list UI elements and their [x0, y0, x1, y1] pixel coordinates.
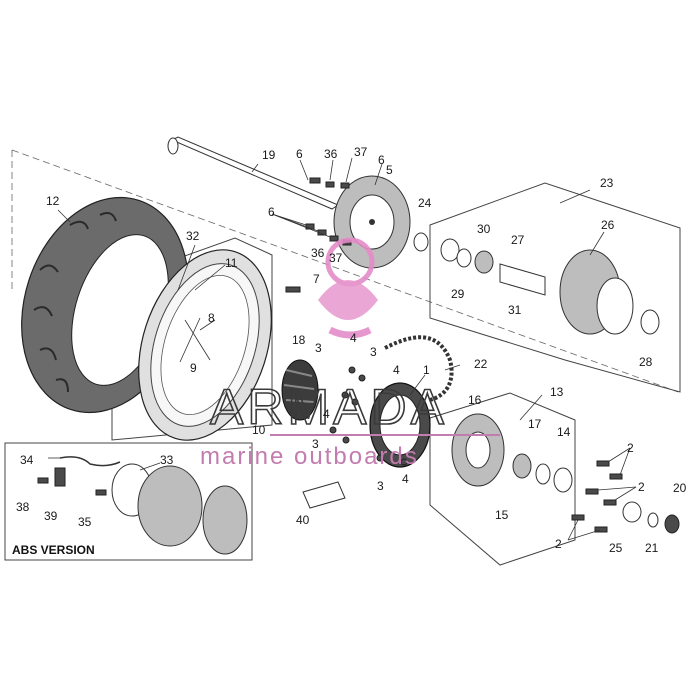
callout-11: 11: [225, 256, 238, 270]
callout-17: 17: [528, 417, 542, 431]
callout-19: 19: [262, 148, 276, 162]
seal-ring: [413, 232, 429, 252]
callout-39: 39: [44, 509, 58, 523]
wheel-rim: [138, 249, 272, 441]
drive-chain: [384, 335, 454, 402]
callout-37b: 37: [329, 251, 343, 265]
callout-6c: 6: [268, 205, 275, 219]
callout-16: 16: [468, 393, 482, 407]
callout-2c: 2: [555, 537, 562, 551]
callout-3b: 3: [370, 345, 377, 359]
callout-15: 15: [495, 508, 509, 522]
callout-2a: 2: [627, 441, 634, 455]
callout-6a: 6: [296, 147, 303, 161]
callout-26: 26: [601, 218, 615, 232]
watermark-subtitle: marine outboards: [200, 443, 419, 470]
callout-29: 29: [451, 287, 465, 301]
callout-22: 22: [474, 357, 488, 371]
callout-6b: 6: [378, 153, 385, 167]
callout-8: 8: [208, 311, 215, 325]
rear-hub-group-box: [429, 392, 576, 566]
callout-4d: 4: [402, 472, 409, 486]
callout-35: 35: [78, 515, 92, 529]
callout-27: 27: [511, 233, 525, 247]
assembly-axis-line: [11, 149, 679, 393]
callout-4b: 4: [393, 363, 400, 377]
callout-28: 28: [639, 355, 653, 369]
callout-5: 5: [386, 163, 393, 177]
callout-4c: 4: [323, 407, 330, 421]
leader-lines: [48, 157, 637, 541]
brake-disc: [333, 175, 411, 269]
hub-bearing-parts: [440, 238, 660, 335]
hub-bolts-and-spacers: [571, 460, 680, 534]
callout-23: 23: [600, 176, 614, 190]
abs-version-box: [4, 442, 253, 561]
callout-18: 18: [292, 333, 306, 347]
hub-bearing-group-box: [429, 182, 681, 393]
rim-spokes: [179, 317, 211, 363]
callout-31: 31: [508, 303, 522, 317]
abs-version-label: ABS VERSION: [12, 543, 95, 557]
rim-group-box: [111, 237, 273, 441]
part-7-screw: [285, 286, 301, 293]
rear-hub-parts: [451, 413, 573, 493]
abs-parts: [37, 456, 248, 555]
cush-drive-rubbers: [281, 359, 319, 421]
callout-1: 1: [423, 363, 430, 377]
callout-20: 20: [673, 481, 687, 495]
callout-9: 9: [190, 361, 197, 375]
callout-32: 32: [186, 229, 200, 243]
callout-37a: 37: [354, 145, 368, 159]
callout-34: 34: [20, 453, 34, 467]
callout-25: 25: [609, 541, 623, 555]
callout-24: 24: [418, 196, 432, 210]
sprocket-nuts-and-studs: [329, 366, 408, 466]
watermark-brand: ARMADA: [210, 379, 448, 435]
callout-14: 14: [557, 425, 571, 439]
callout-3d: 3: [377, 479, 384, 493]
callout-4a: 4: [350, 331, 357, 345]
callout-36a: 36: [324, 147, 338, 161]
watermark-logo: [318, 237, 378, 339]
callout-10: 10: [252, 423, 266, 437]
callout-3c: 3: [312, 437, 319, 451]
callout-12: 12: [46, 194, 60, 208]
rear-sprocket: [369, 382, 431, 468]
callout-7: 7: [313, 272, 320, 286]
part-40-bracket: [302, 481, 346, 509]
callout-13: 13: [550, 385, 564, 399]
callout-36b: 36: [311, 246, 325, 260]
wheel-axle: [167, 136, 340, 210]
callout-30: 30: [477, 222, 491, 236]
callout-3a: 3: [315, 341, 322, 355]
callout-2b: 2: [638, 480, 645, 494]
callout-40: 40: [296, 513, 310, 527]
callout-33: 33: [160, 453, 174, 467]
callout-21: 21: [645, 541, 659, 555]
callout-38: 38: [16, 500, 30, 514]
